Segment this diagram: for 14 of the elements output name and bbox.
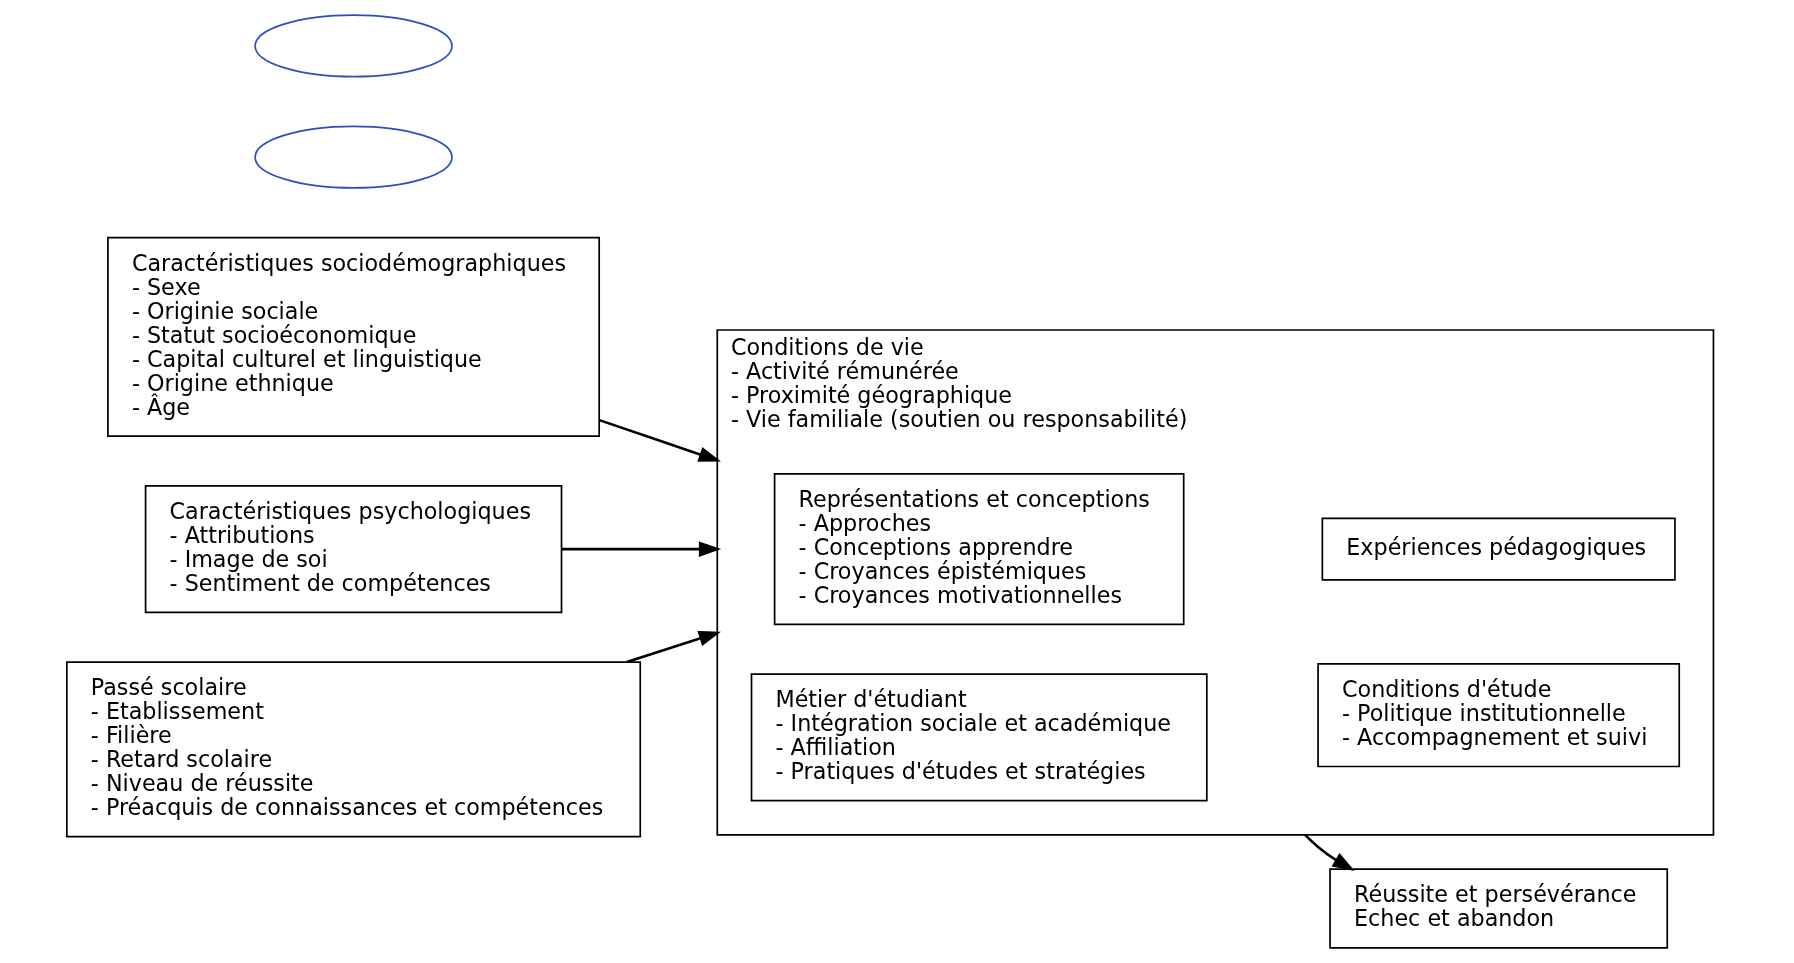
node-box: Réussite et persévérance Echec et abandon: [1329, 868, 1669, 949]
node-ellipse: [254, 14, 453, 78]
node-box: Caractéristiques psychologiques - Attributions - Image de soi - Sentiment de compétences: [144, 484, 563, 614]
node-box: Passé scolaire - Etablissement - Filière - Retard scolaire - Niveau de réussite - Préacquis de connaissances et compétences: [66, 661, 642, 838]
node-box: Caractéristiques sociodémographiques - Sexe - Originie sociale - Statut socioéconomique - Capital culturel et linguistique - Origine ethnique - Âge: [107, 236, 601, 437]
node-box: Représentations et conceptions - Approches - Conceptions apprendre - Croyances épistémiques - Croyances motivationnelles: [773, 472, 1185, 626]
node-box: Expériences pédagogiques: [1321, 517, 1676, 581]
arrow: [561, 541, 722, 557]
node-box: Métier d'étudiant - Intégration sociale et académique - Affiliation - Pratiques d'études et stratégies: [750, 673, 1208, 802]
arrow: [626, 631, 721, 664]
node-ellipse: [254, 125, 453, 189]
arrow: [598, 418, 721, 462]
node-box: Conditions d'étude - Politique institutionnelle - Accompagnement et suivi: [1317, 662, 1681, 768]
arrow: [1304, 834, 1355, 871]
